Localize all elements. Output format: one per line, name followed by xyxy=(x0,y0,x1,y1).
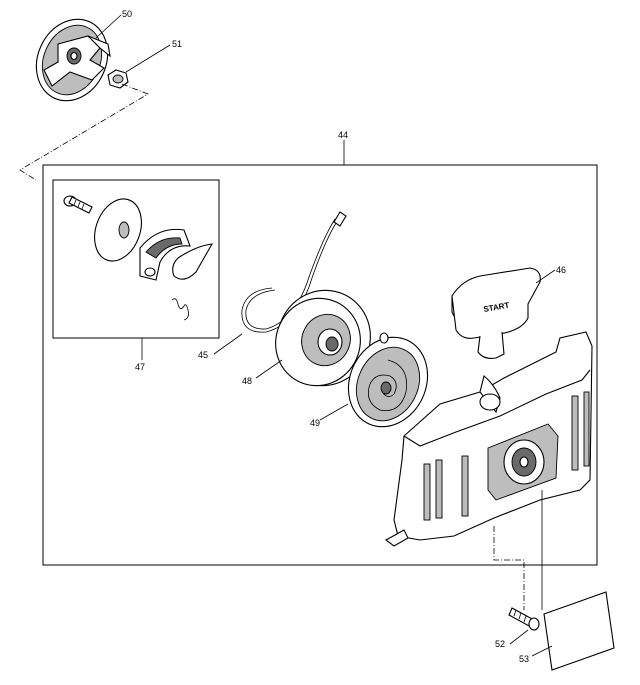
assembly-47-frame xyxy=(52,179,220,339)
label-48: 48 xyxy=(242,376,252,386)
part-47-pawl xyxy=(172,243,214,280)
part-49-spring-case xyxy=(347,332,429,428)
part-45-rope xyxy=(241,211,347,333)
part-50-pulley xyxy=(35,18,111,102)
part-51-nut xyxy=(107,69,129,89)
handle-start-text: START xyxy=(483,301,510,314)
label-47: 47 xyxy=(135,362,145,372)
assembly-44-frame xyxy=(42,164,598,566)
part-53-plate xyxy=(543,591,615,671)
starter-housing xyxy=(384,331,593,547)
label-46: 46 xyxy=(556,265,566,275)
part-48-reel xyxy=(275,289,371,387)
part-47-washer xyxy=(94,198,142,262)
part-47-spring xyxy=(171,298,189,321)
part-52-screw xyxy=(508,607,540,631)
label-51: 51 xyxy=(172,39,182,49)
label-49: 49 xyxy=(310,418,320,428)
label-52: 52 xyxy=(495,639,505,649)
label-44: 44 xyxy=(338,130,348,140)
part-47-screw xyxy=(63,195,93,214)
label-45: 45 xyxy=(198,350,208,360)
label-50: 50 xyxy=(122,9,132,19)
part-47-ratchet xyxy=(139,228,191,281)
label-53: 53 xyxy=(519,654,529,664)
part-46-handle: START xyxy=(451,267,541,359)
